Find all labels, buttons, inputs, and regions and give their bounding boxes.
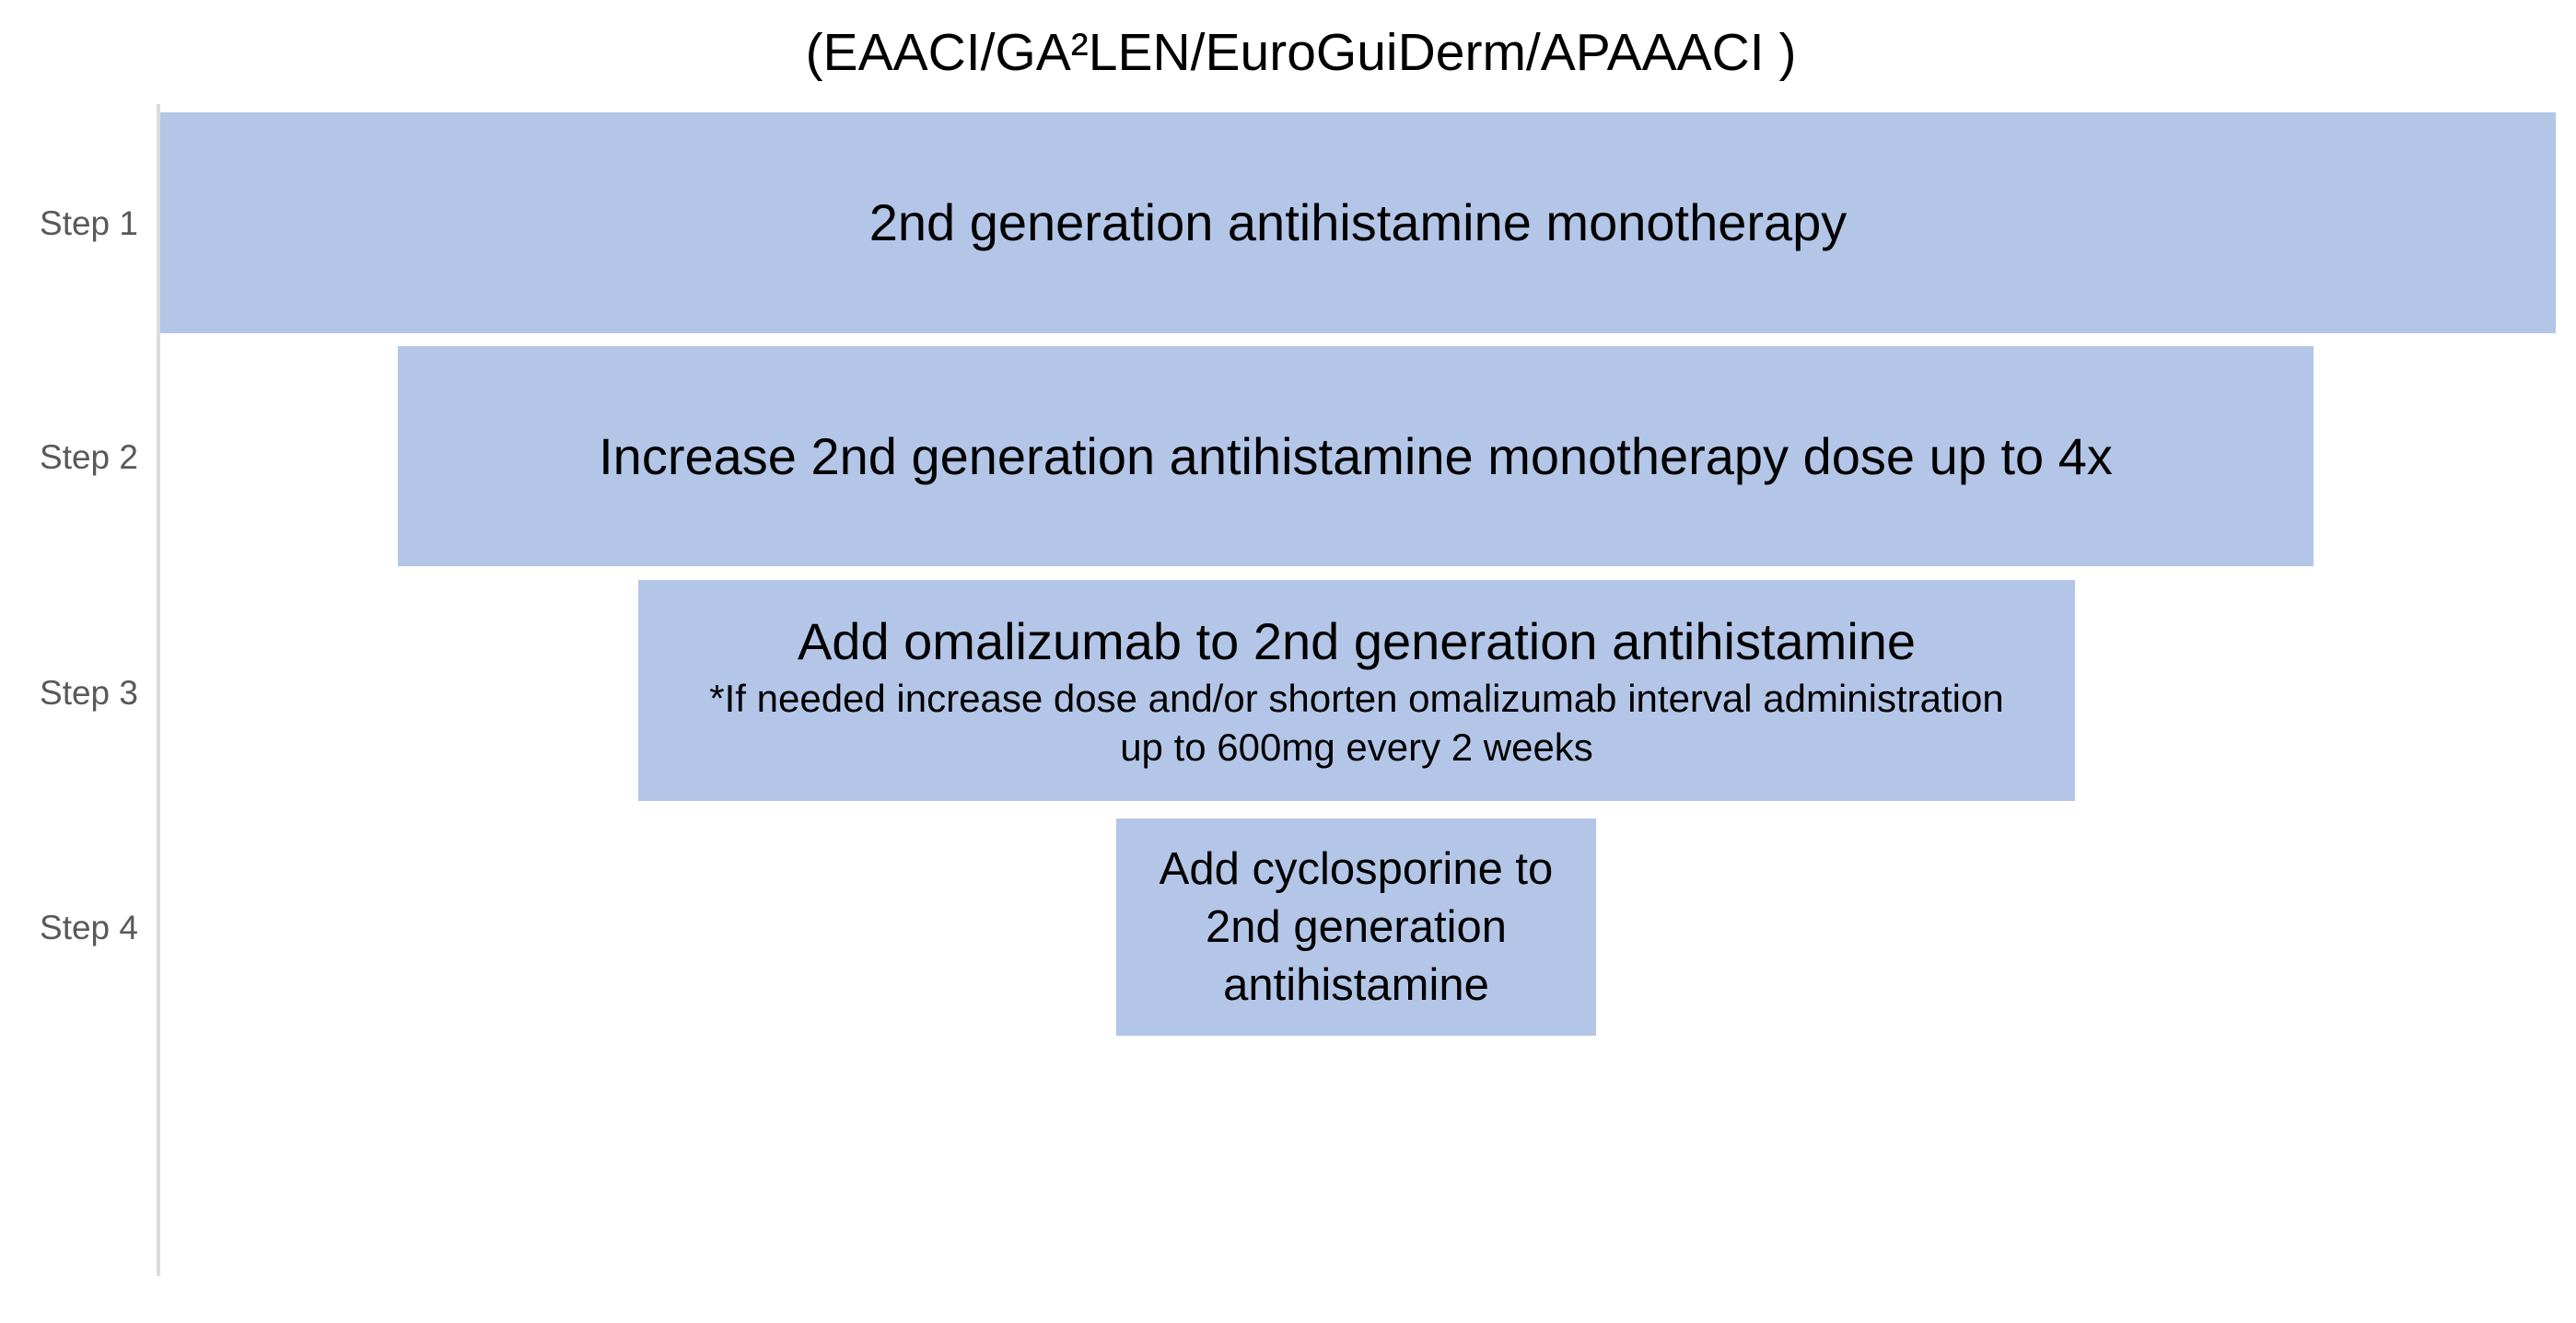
step-4-text-line-3: antihistamine [1223, 959, 1489, 1010]
step-bar-4: Add cyclosporine to 2nd generation antih… [1116, 818, 1596, 1036]
step-3-text: Add omalizumab to 2nd generation antihis… [797, 612, 1917, 670]
figure-title: (EAACI/GA²LEN/EuroGuiDerm/APAAACI ) [805, 23, 1797, 82]
step-3-note-line-2: up to 600mg every 2 weeks [1120, 725, 1593, 769]
step-1-text: 2nd generation antihistamine monotherapy [868, 193, 1847, 251]
axis-line [157, 104, 160, 1276]
step-3-note-line-1: *If needed increase dose and/or shorten … [709, 677, 2004, 720]
step-4-text-line-1: Add cyclosporine to [1159, 843, 1554, 894]
step-2-text: Increase 2nd generation antihistamine mo… [599, 426, 2113, 485]
step-bar-1: 2nd generation antihistamine monotherapy [160, 112, 2556, 333]
step-label-3: Step 3 [40, 674, 138, 712]
step-label-2: Step 2 [40, 438, 138, 476]
step-bar-3: Add omalizumab to 2nd generation antihis… [638, 580, 2075, 801]
step-bar-2: Increase 2nd generation antihistamine mo… [398, 346, 2314, 566]
step-label-1: Step 1 [40, 204, 138, 242]
step-label-4: Step 4 [40, 909, 138, 946]
step-4-text-line-2: 2nd generation [1206, 901, 1507, 952]
